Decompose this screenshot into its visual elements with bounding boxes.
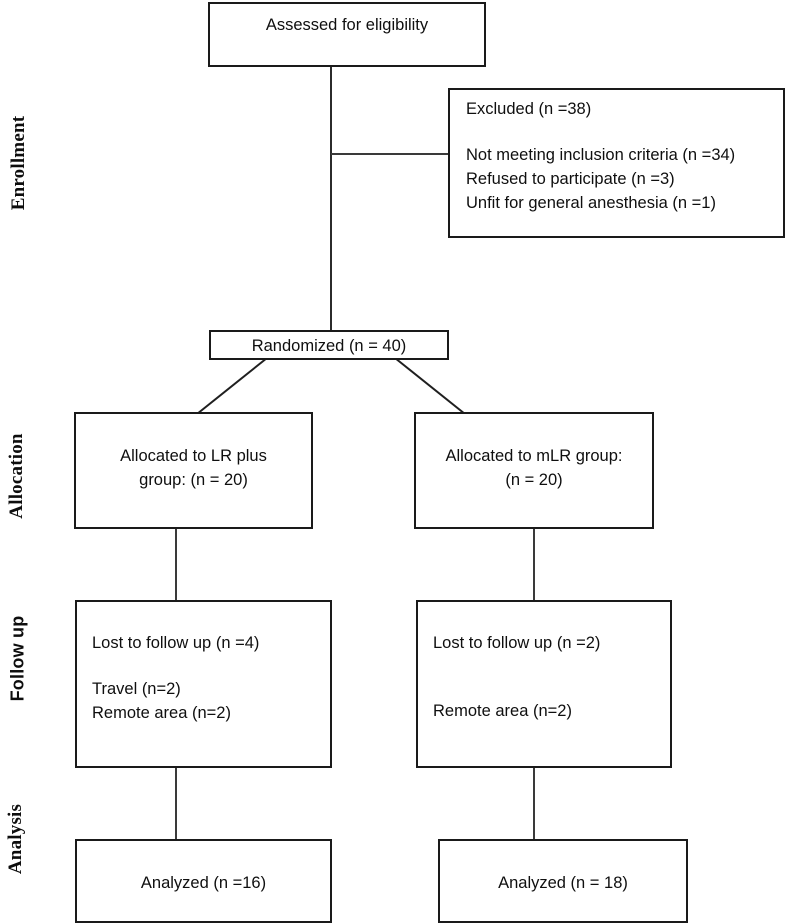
- connector-allocation-left-to-followup-left: [175, 529, 177, 601]
- node-allocated-lr-plus-line-2: group: (n = 20): [139, 470, 248, 489]
- connector-assessed-to-randomized: [330, 67, 332, 331]
- node-randomized: Randomized (n = 40): [209, 330, 449, 360]
- connector-followup-left-to-analysis-left: [175, 768, 177, 840]
- node-followup-mlr-spacer-1: [433, 656, 662, 678]
- node-excluded-spacer: [466, 122, 773, 144]
- node-analyzed-mlr-line-1: Analyzed (n = 18): [498, 874, 628, 892]
- node-analyzed-lr-plus-line-1: Analyzed (n =16): [140, 874, 267, 892]
- node-followup-lr-plus-spacer: [92, 656, 322, 678]
- node-excluded: Excluded (n =38) Not meeting inclusion c…: [448, 88, 785, 238]
- node-followup-lr-plus-line-1: Lost to follow up (n =4): [92, 634, 260, 652]
- node-followup-lr-plus-line-3: Remote area (n=2): [92, 703, 231, 722]
- node-randomized-line-1: Randomized (n = 40): [251, 337, 407, 355]
- node-excluded-reason-2: Refused to participate (n =3): [466, 169, 675, 188]
- node-followup-mlr-line-1: Lost to follow up (n =2): [433, 634, 601, 652]
- node-analyzed-mlr: Analyzed (n = 18): [438, 839, 688, 923]
- node-allocated-mlr-line-1: Allocated to mLR group:: [445, 447, 623, 465]
- node-assessed-for-eligibility: Assessed for eligibility: [208, 2, 486, 67]
- connector-followup-right-to-analysis-right: [533, 768, 535, 840]
- node-allocated-lr-plus-line-1: Allocated to LR plus: [120, 447, 267, 465]
- node-followup-mlr: Lost to follow up (n =2) Remote area (n=…: [416, 600, 672, 768]
- node-excluded-heading: Excluded (n =38): [466, 100, 592, 118]
- node-excluded-reason-3: Unfit for general anesthesia (n =1): [466, 193, 716, 212]
- node-analyzed-lr-plus: Analyzed (n =16): [75, 839, 332, 923]
- node-allocated-mlr-line-2: (n = 20): [505, 470, 563, 489]
- node-excluded-reason-1: Not meeting inclusion criteria (n =34): [466, 145, 736, 164]
- node-followup-lr-plus-line-2: Travel (n=2): [92, 679, 181, 698]
- connector-allocation-right-to-followup-right: [533, 529, 535, 601]
- node-allocated-mlr: Allocated to mLR group: (n = 20): [414, 412, 654, 529]
- connector-trunk-to-excluded: [331, 153, 449, 155]
- node-followup-mlr-spacer-2: [433, 678, 662, 700]
- node-assessed-line-1: Assessed for eligibility: [265, 16, 429, 34]
- node-followup-lr-plus: Lost to follow up (n =4) Travel (n=2) Re…: [75, 600, 332, 768]
- node-followup-mlr-line-2: Remote area (n=2): [433, 701, 572, 720]
- node-allocated-lr-plus: Allocated to LR plus group: (n = 20): [74, 412, 313, 529]
